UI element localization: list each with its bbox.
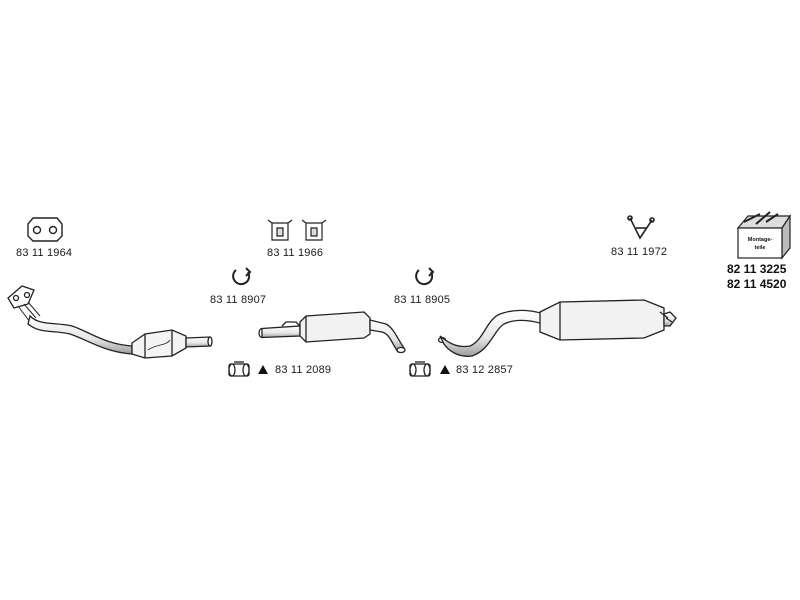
- warning-triangle-icon: [440, 365, 450, 374]
- rear-pipe-silencer[interactable]: [437, 299, 677, 357]
- label-rear-mount: 83 11 1972: [611, 246, 668, 258]
- clamp-icon[interactable]: [232, 267, 252, 286]
- warning-triangle-icon: [258, 365, 268, 374]
- label-rubber-mounts: 83 11 1966: [267, 247, 324, 259]
- label-connector-front: 83 11 2089: [275, 364, 332, 376]
- kit-number-1: 82 11 3225: [727, 262, 787, 276]
- manifold-gasket-icon[interactable]: [27, 217, 63, 242]
- kit-box-text-line2: teile: [754, 245, 765, 251]
- mounting-kit-box-icon[interactable]: Montage- teile: [736, 211, 792, 260]
- clamp-icon[interactable]: [415, 267, 435, 286]
- middle-pipe-silencer[interactable]: [258, 311, 406, 354]
- kit-number-2: 82 11 4520: [727, 277, 787, 291]
- kit-box-text-line1: Montage-: [748, 237, 773, 243]
- rear-mount-icon[interactable]: [627, 215, 655, 240]
- rubber-mount-icon[interactable]: [267, 219, 327, 241]
- label-clamp-front: 83 11 8907: [210, 294, 267, 306]
- front-pipe-catalytic-converter[interactable]: [7, 285, 213, 359]
- label-clamp-middle: 83 11 8905: [394, 294, 451, 306]
- pipe-connector-icon[interactable]: [409, 361, 431, 377]
- label-connector-rear: 83 12 2857: [456, 364, 514, 376]
- label-manifold-gasket: 83 11 1964: [16, 247, 73, 259]
- pipe-connector-icon[interactable]: [228, 361, 250, 377]
